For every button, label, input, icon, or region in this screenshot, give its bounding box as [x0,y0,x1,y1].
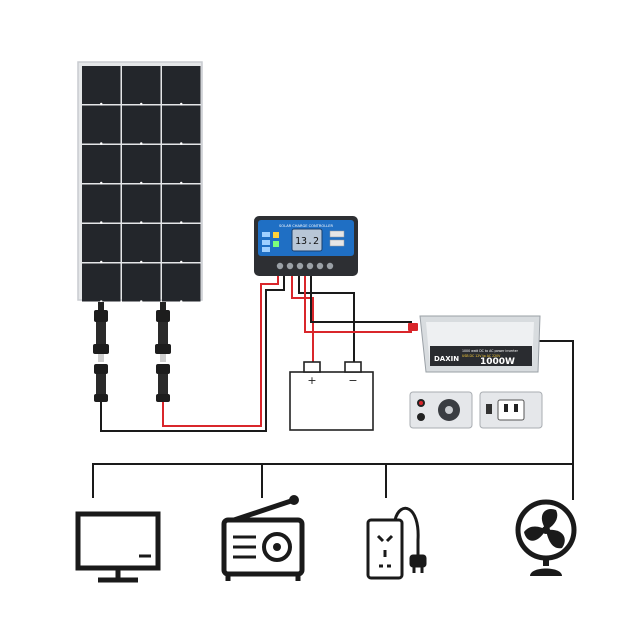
monitor-icon [75,511,161,583]
solar-cell-dot [100,102,103,106]
solar-cell-dot [140,300,143,303]
wiring [92,276,574,500]
controller-display-value: 13.2 [295,236,319,247]
inverter-terminal [408,323,418,331]
solar-cell-dot [180,260,183,264]
solar-cell-dot [140,260,143,264]
inverter-positive-wire [304,276,412,333]
inverter-front-panel [409,391,473,429]
solar-cell-dot [180,300,183,303]
solar-cell-dot [180,102,183,106]
inverter-brand: DAXIN [434,355,459,363]
fan-icon [515,499,577,576]
solar-cell [162,145,201,183]
load-bus-wire [92,463,573,498]
solar-cell-dot [100,181,103,185]
panel-negative-wire [100,276,285,432]
inverter-line1: 1000 watt DC to AC power inverter [462,349,519,353]
inverter-rear-panel [479,391,543,429]
inverter-negative-wire [310,276,412,323]
solar-cell [82,105,121,144]
inverter-output-wire [538,340,574,500]
solar-cell [122,263,161,302]
power-inverter: DAXIN 1000 watt DC to AC power inverter … [419,315,541,373]
battery-negative-wire [298,276,355,362]
battery: + − [289,361,374,431]
battery-positive-symbol: + [307,374,316,387]
solar-cell [82,145,121,183]
solar-panel-cells [82,66,201,303]
solar-cell-dot [140,181,143,185]
charge-controller: SOLAR CHARGE CONTROLLER 13.2 [254,216,358,276]
solar-panel [77,61,203,303]
controller-title: SOLAR CHARGE CONTROLLER [279,224,333,228]
solar-cell-dot [140,142,143,145]
solar-cell [162,66,201,104]
usb-port [329,230,345,238]
solar-cell [122,145,161,183]
solar-cell [82,66,121,104]
solar-cell-dot [180,221,183,224]
solar-cell [122,224,161,262]
solar-cell-dot [180,142,183,145]
solar-cell [162,224,201,262]
solar-cell [122,105,161,144]
solar-cell-dot [140,102,143,106]
solar-cell-dot [140,221,143,224]
solar-cell-dot [100,142,103,145]
solar-cell [122,66,161,104]
usb-port [329,239,345,247]
solar-cell [162,263,201,302]
mc4-connector-right [155,302,171,402]
radio-icon [221,495,305,581]
panel-positive-wire [162,276,279,427]
solar-cell [82,263,121,302]
power-outlet-icon [366,507,427,580]
mc4-connector-left [93,302,109,402]
controller-lcd [291,228,323,252]
solar-cell-dot [100,260,103,264]
solar-cell [122,184,161,223]
inverter-wattage: 1000W [480,357,515,367]
solar-cell [82,224,121,262]
controller-terminals [276,262,334,270]
battery-negative-symbol: − [348,374,357,387]
solar-cell-dot [180,181,183,185]
solar-cell-dot [100,221,103,224]
solar-cell [162,105,201,144]
battery-positive-wire [291,276,314,362]
solar-cell [82,184,121,223]
inverter-line2: USB DC 12V to AC 220V [462,354,501,358]
solar-cell [162,184,201,223]
